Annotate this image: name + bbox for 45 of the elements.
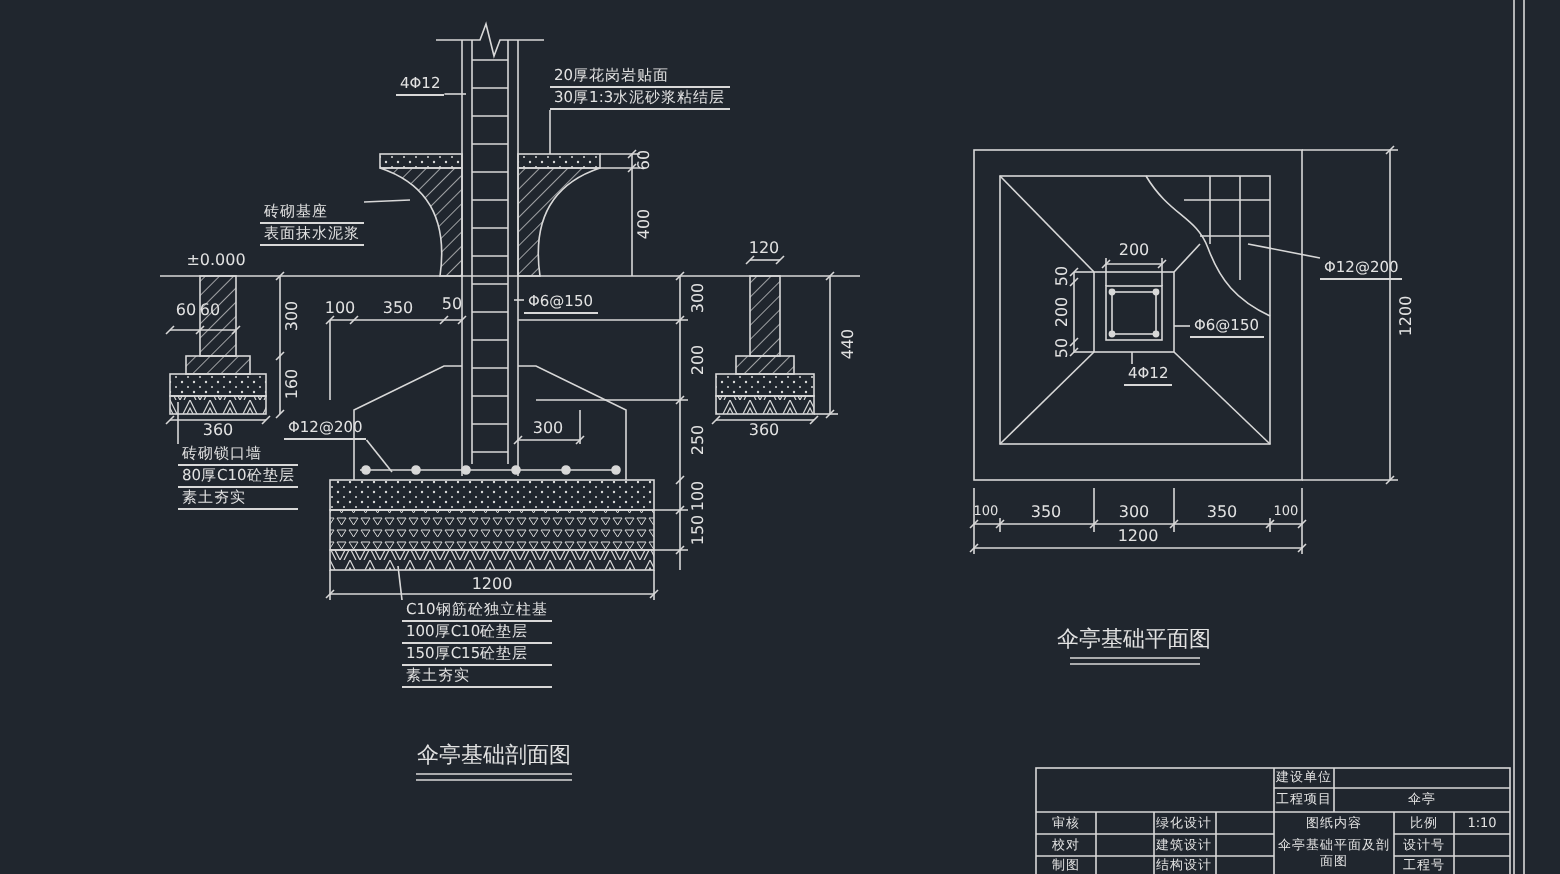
dimension-text: 350 <box>1206 503 1238 521</box>
dimension-text: 60 <box>175 301 197 319</box>
callout <box>550 66 730 110</box>
dimension-text: 50 <box>441 295 463 313</box>
dimension-text: 120 <box>748 239 780 257</box>
dimension-text: 350 <box>382 299 414 317</box>
callout <box>178 444 299 510</box>
dimension-text: 160 <box>283 368 301 400</box>
dimension-text: 200 <box>1053 296 1071 328</box>
drawing-title: 伞亭基础剖面图 <box>417 744 571 768</box>
leader-line <box>513 299 525 301</box>
leader-line <box>177 401 179 445</box>
dimension-text: 300 <box>283 300 301 332</box>
dimension-text: 350 <box>1030 503 1062 521</box>
dimension-text: 1200 <box>1397 295 1415 337</box>
dimension-text: 150 <box>689 514 707 546</box>
dimension-text: 1200 <box>1117 527 1159 545</box>
leader-line <box>363 199 411 203</box>
dimension-text: 100 <box>324 299 356 317</box>
dimension-text: 360 <box>748 421 780 439</box>
dimension-text: 50 <box>1053 265 1071 287</box>
dimension-text: 1200 <box>471 575 513 593</box>
drawing-title: 伞亭基础平面图 <box>1057 628 1211 652</box>
dimension-text: 300 <box>1118 503 1150 521</box>
dimension-text: 440 <box>839 328 857 360</box>
elevation-text: ±0.000 <box>186 251 246 269</box>
dimension-text: 60 <box>635 149 653 171</box>
dimension-text: 300 <box>532 419 564 437</box>
leader-line <box>1247 243 1321 259</box>
leader-line <box>1173 325 1191 327</box>
dimension-text: 100 <box>689 480 707 512</box>
leader-line <box>365 439 393 473</box>
leader-line <box>443 93 467 95</box>
callout <box>402 600 552 688</box>
dimension-text: 200 <box>1118 241 1150 259</box>
dimension-text: 300 <box>689 282 707 314</box>
dimension-text: 250 <box>689 424 707 456</box>
dimension-text: 50 <box>1053 337 1071 359</box>
leader-line <box>1131 351 1133 365</box>
dimension-text: 400 <box>635 208 653 240</box>
dimension-text: 200 <box>689 344 707 376</box>
leader-line <box>549 109 551 155</box>
dimension-text: 360 <box>202 421 234 439</box>
callout <box>260 202 364 246</box>
leader-line <box>397 565 403 601</box>
